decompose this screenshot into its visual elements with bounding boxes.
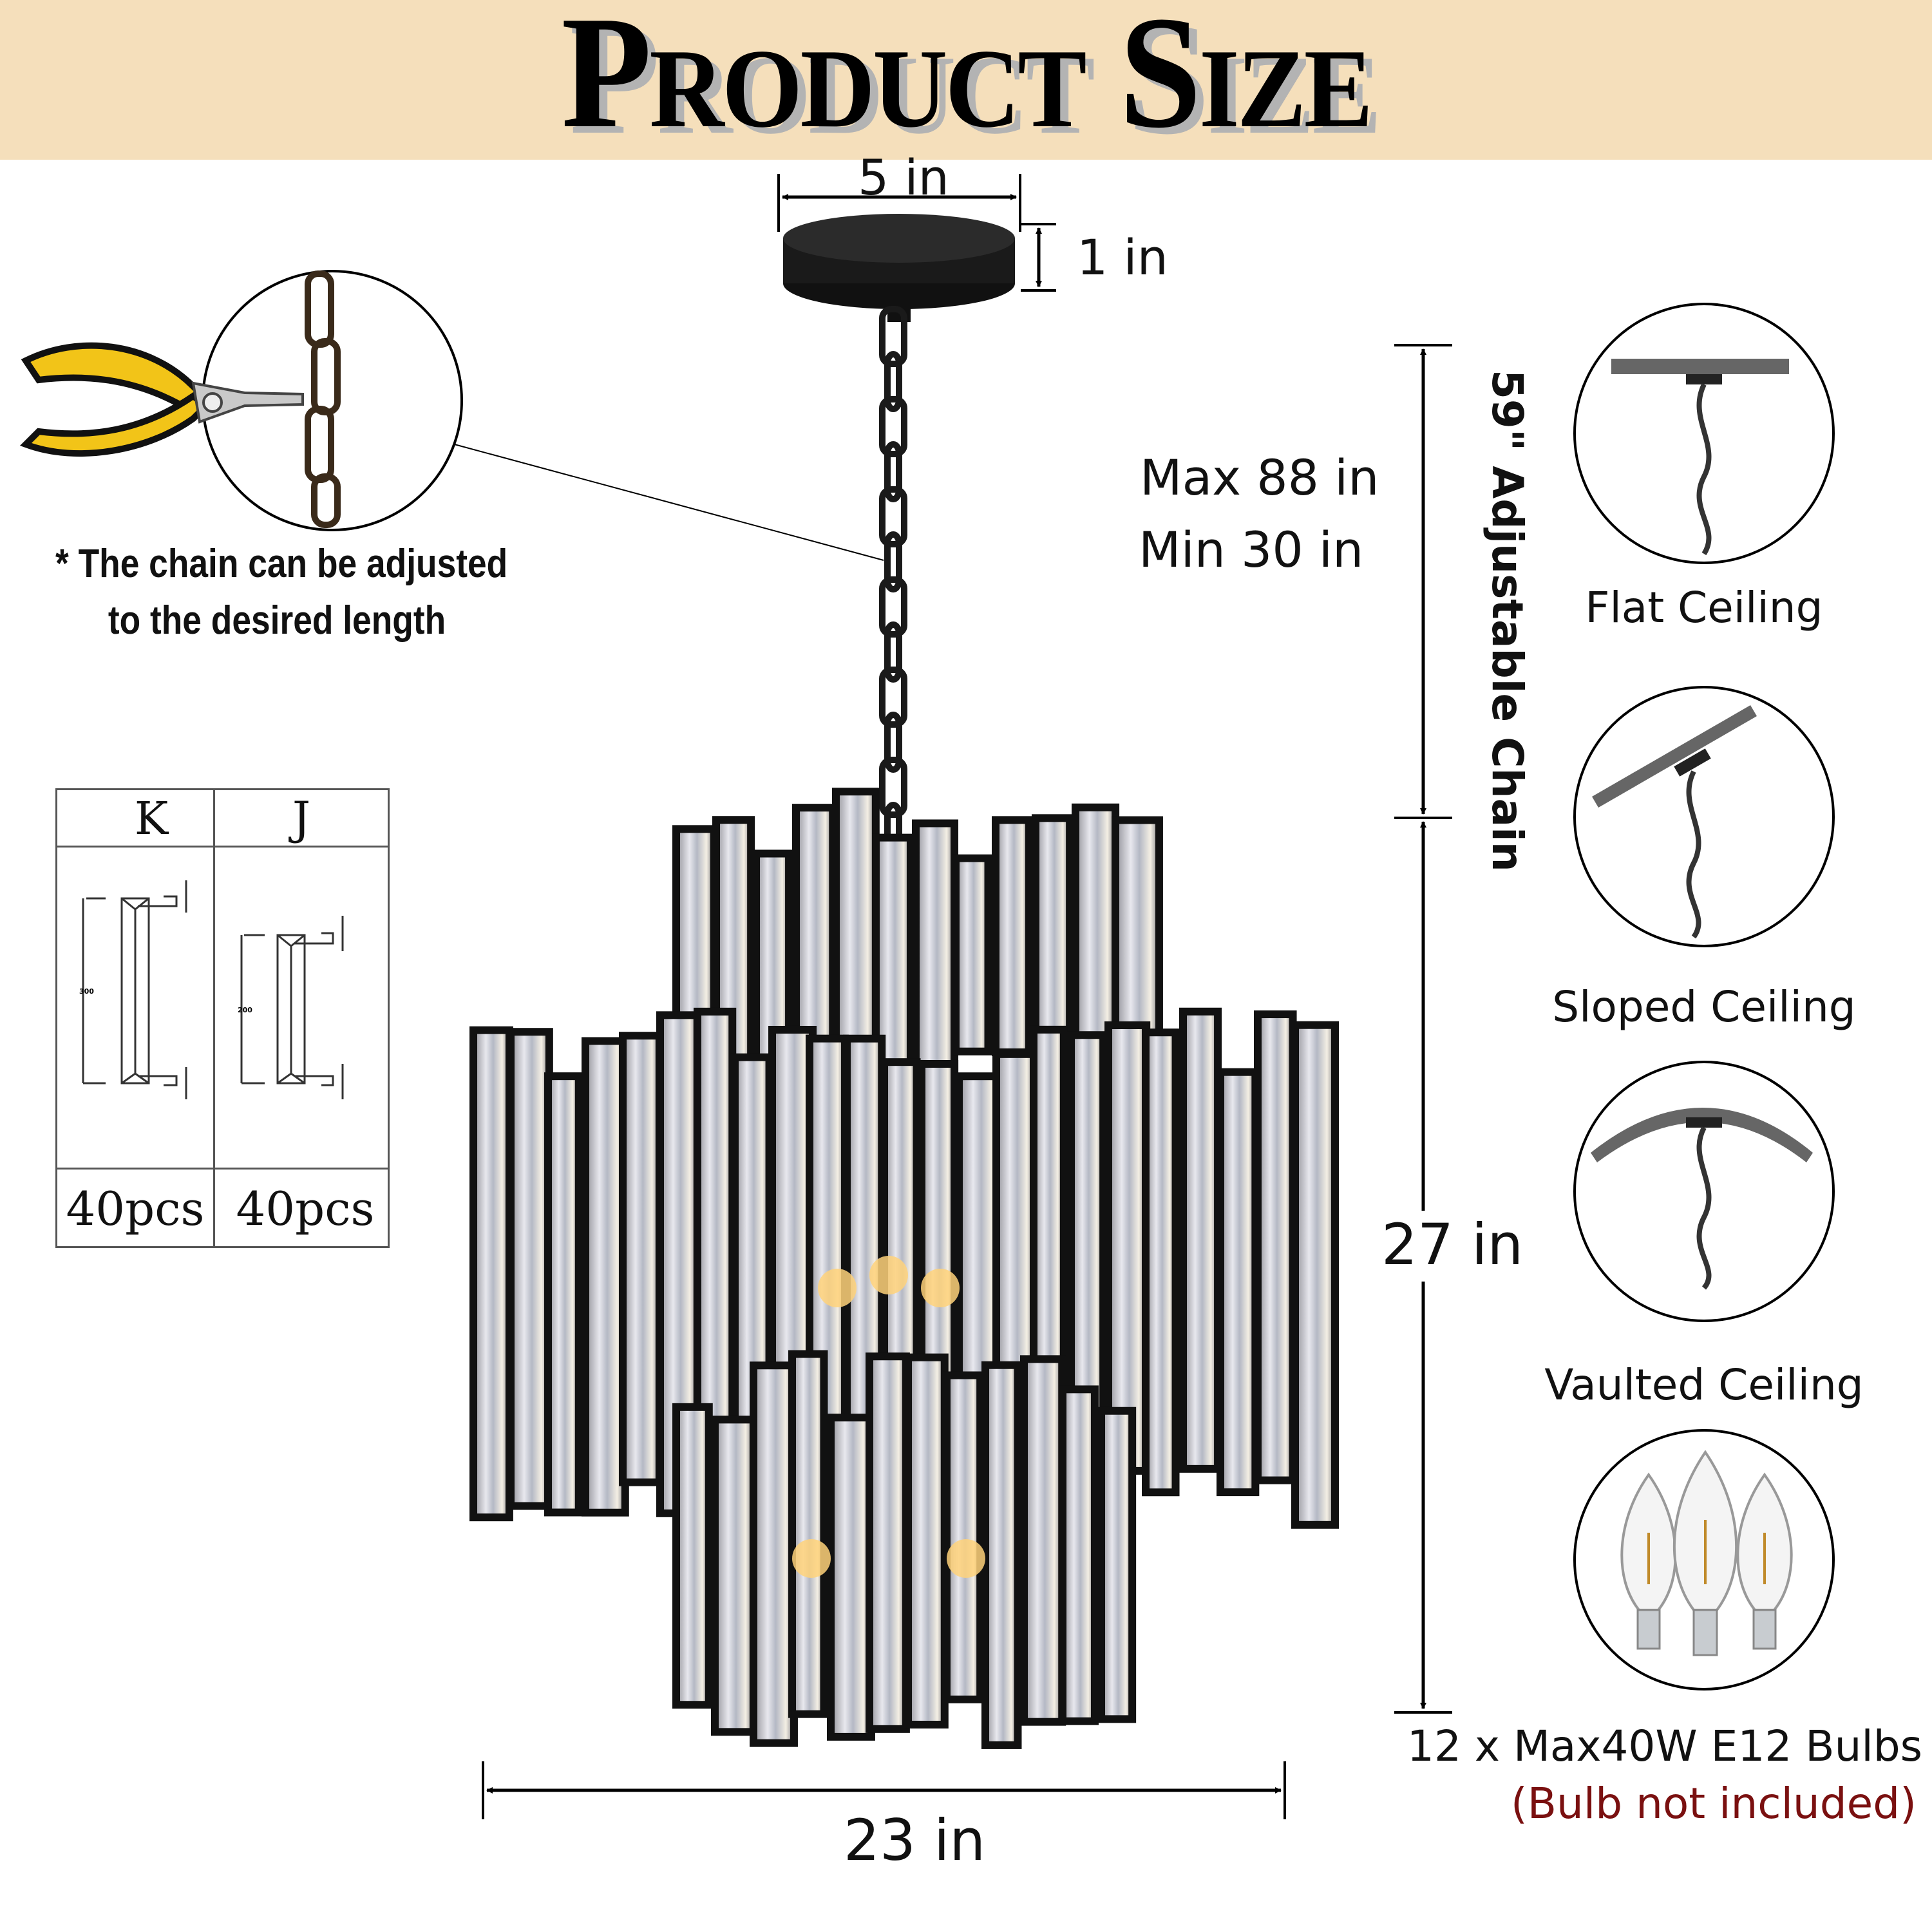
vaulted-ceiling-label: Vaulted Ceiling [1544, 1360, 1864, 1410]
crystal-prism [1217, 1068, 1260, 1497]
crystal-prism [981, 1361, 1022, 1749]
height-dimension [1394, 344, 1452, 1714]
table-divider [213, 790, 215, 1246]
crystal-prism [672, 1403, 713, 1709]
crystal-prism [1020, 1355, 1066, 1726]
crystal-table: K J 300 200 40pcs 40pcs [55, 788, 390, 1248]
chain-link [879, 486, 907, 547]
crystal-prism [507, 1028, 553, 1510]
chain-note-line2: to the desired length [108, 598, 446, 643]
crystal-prism [1291, 1021, 1339, 1529]
light-glow [921, 1269, 960, 1307]
header-banner [0, 0, 1932, 160]
chain-link [884, 531, 902, 592]
page-title: Product Size [561, 0, 1374, 162]
chain-link [884, 621, 902, 683]
crystal-prism [904, 1353, 949, 1728]
crystal-prism [469, 1026, 513, 1522]
quantity-j: 40pcs [236, 1182, 375, 1236]
flat-ceiling-label: Flat Ceiling [1585, 583, 1823, 632]
crystal-prism [992, 816, 1033, 1056]
crystal-prism [582, 1037, 629, 1517]
chandelier-body [469, 788, 1339, 1749]
crystal-drawings: 300 200 [79, 880, 344, 1099]
body-height-label: 27 in [1381, 1211, 1524, 1278]
crystal-prism [943, 1371, 985, 1703]
crystal-prism [1097, 1406, 1137, 1723]
chain-link [879, 667, 907, 728]
bulb-spec-label: 12 x Max40W E12 Bulbs [1406, 1721, 1923, 1771]
chain-link [879, 576, 907, 638]
crystal-prism [788, 1350, 828, 1718]
crystal-prism [866, 1352, 910, 1733]
crystal-prism [912, 819, 959, 1102]
crystal-prism [711, 1416, 757, 1736]
crystal-prism [750, 1361, 798, 1747]
crystal-prism [1059, 1385, 1099, 1725]
sloped-ceiling-label: Sloped Ceiling [1552, 982, 1856, 1032]
chain-link [884, 712, 902, 773]
flat-ceiling-icon [1573, 303, 1835, 564]
table-divider [57, 846, 388, 848]
sloped-ceiling-icon [1573, 686, 1835, 947]
crystal-prism [544, 1072, 583, 1517]
chain-link [879, 396, 907, 457]
bulb-note-label: (Bulb not included) [1511, 1779, 1917, 1828]
light-glow [869, 1256, 908, 1294]
j-length-label: 200 [238, 1006, 252, 1014]
crystal-prism [1142, 1028, 1180, 1497]
bulbs-icon [1573, 1429, 1835, 1690]
column-header-k: K [134, 792, 169, 845]
k-length-label: 300 [79, 987, 94, 996]
canopy-width-label: 5 in [858, 149, 949, 206]
light-glow [792, 1539, 831, 1578]
crystal-prism [1179, 1007, 1222, 1473]
chain-link [884, 441, 902, 502]
crystal-prism [619, 1032, 663, 1486]
pliers-icon [19, 342, 304, 457]
chain-closeup-icon [305, 270, 341, 528]
crystal-prism [952, 854, 992, 1056]
canopy-height-label: 1 in [1077, 229, 1168, 286]
leader-line [451, 443, 884, 561]
canopy-width-dimension [777, 174, 1021, 232]
light-glow [818, 1269, 857, 1307]
chain-link [879, 306, 907, 367]
crystal-prism [1104, 1021, 1151, 1475]
chain-link [884, 351, 902, 412]
max-length-label: Max 88 in [1140, 449, 1379, 506]
canopy-height-dimension [1021, 223, 1056, 292]
crystal-prism [792, 804, 837, 1066]
chain-note-line1: * The chain can be adjusted [55, 542, 508, 586]
table-divider [57, 1168, 388, 1170]
crystal-prism [827, 1414, 875, 1741]
quantity-k: 40pcs [66, 1182, 205, 1236]
chain-link [879, 757, 907, 818]
hanging-chain [879, 306, 907, 863]
light-glow [947, 1539, 985, 1578]
column-header-j: J [292, 792, 311, 845]
body-width-label: 23 in [844, 1807, 986, 1873]
vaulted-ceiling-icon [1573, 1061, 1835, 1322]
ceiling-canopy [783, 214, 1015, 322]
crystal-prism [1254, 1010, 1297, 1484]
body-width-dimension [482, 1761, 1286, 1819]
min-length-label: Min 30 in [1139, 521, 1364, 578]
